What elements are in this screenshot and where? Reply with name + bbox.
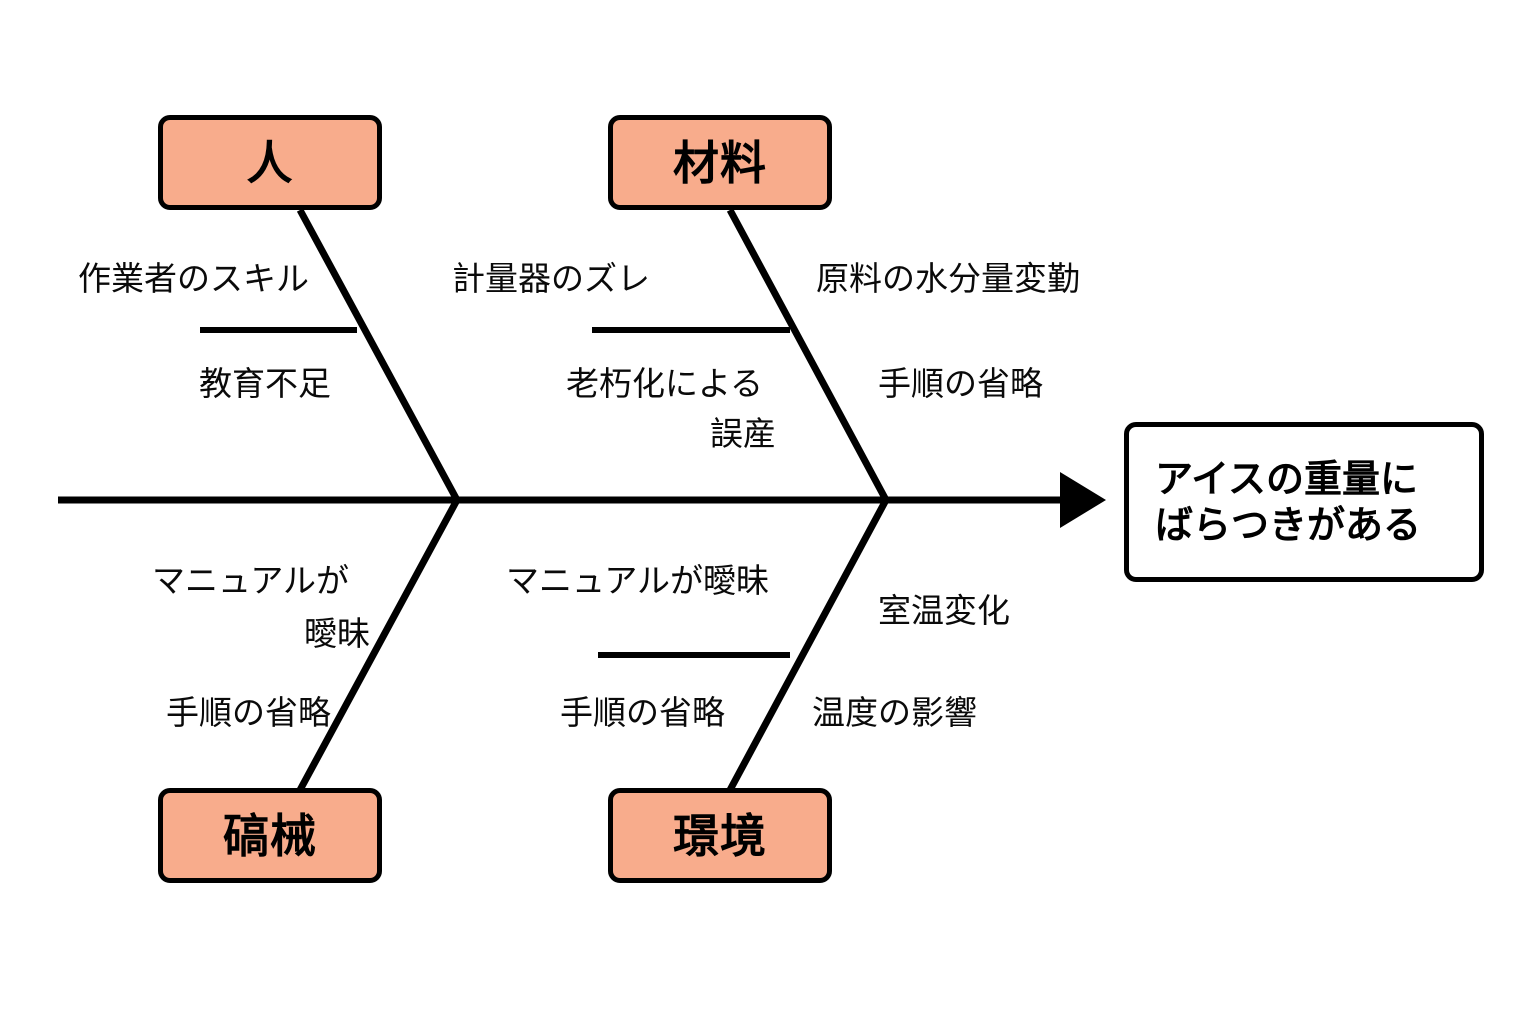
cause-label-material-skip-steps: 手順の省略 (878, 364, 1043, 403)
bone-material (726, 208, 890, 502)
bone-environment (726, 498, 890, 792)
category-box-people[interactable]: 人 (158, 115, 382, 210)
cause-label-scale-deviation: 計量器のズレ (452, 259, 650, 298)
cause-label-moisture-variation: 原料の水分量変勤 (816, 259, 1080, 298)
cause-label-machine-skip-steps: 手順の省略 (166, 693, 331, 732)
cause-label-people-skill: 作業者のスキル (78, 259, 309, 298)
cause-label-machine-manual-vague-line2: 曖昧 (304, 614, 370, 653)
cause-label-temperature-effect: 温度の影響 (812, 693, 977, 732)
category-label-people: 人 (246, 135, 294, 190)
category-label-machine: 碻械 (223, 808, 317, 863)
effect-text-line-1: アイスの重量に (1155, 456, 1418, 501)
cause-label-env-manual-vague: マニュアルが曖昧 (506, 561, 770, 600)
cause-label-aging-error-line1: 老朽化による (566, 364, 764, 403)
category-label-material: 材料 (673, 135, 767, 190)
category-label-environment: 璟境 (673, 808, 767, 863)
cause-label-room-temp-change: 室温変化 (878, 591, 1010, 630)
cause-label-machine-manual-vague-line1: マニュアルが (152, 561, 350, 600)
bone-people (296, 208, 461, 502)
spine-arrow-head (1060, 472, 1106, 528)
cause-label-aging-error-line2: 誤産 (710, 414, 776, 453)
effect-box[interactable]: アイスの重量に ばらつきがある (1124, 422, 1484, 582)
effect-text-line-2: ばらつきがある (1155, 503, 1422, 547)
bone-machine (296, 498, 461, 792)
category-box-machine[interactable]: 碻械 (158, 788, 382, 883)
cause-label-people-training: 教育不足 (199, 364, 331, 403)
cause-label-env-skip-steps: 手順の省略 (560, 693, 725, 732)
category-box-material[interactable]: 材料 (608, 115, 832, 210)
category-box-environment[interactable]: 璟境 (608, 788, 832, 883)
